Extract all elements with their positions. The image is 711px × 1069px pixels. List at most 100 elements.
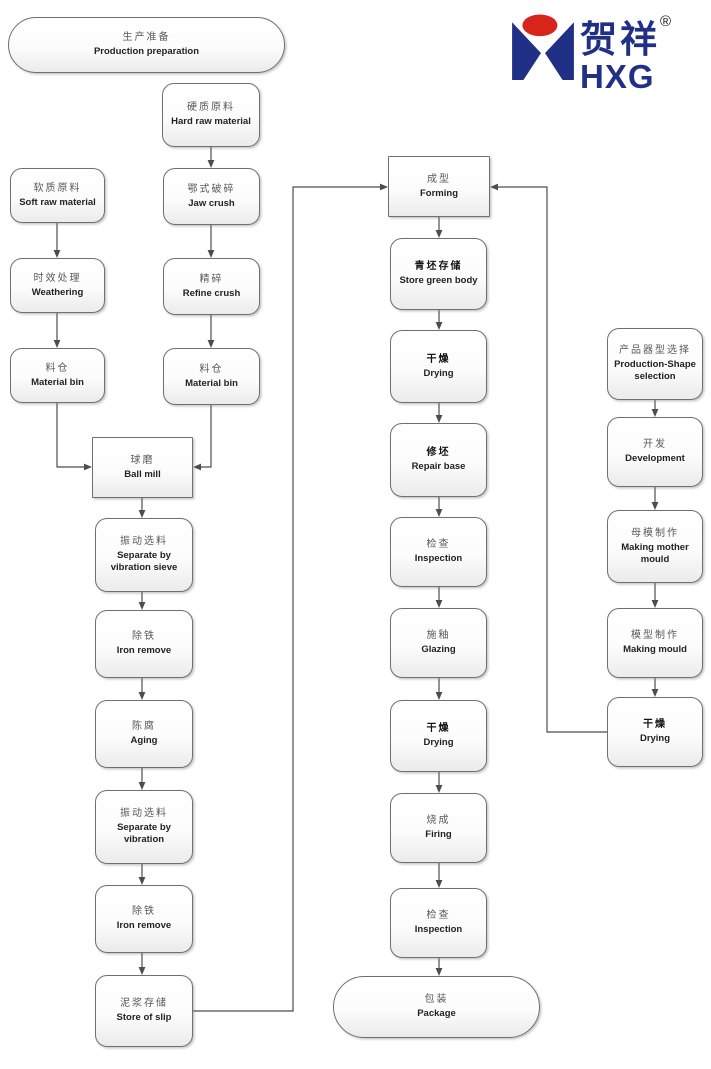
arrowhead-icon <box>435 968 443 976</box>
node-label-en: Iron remove <box>116 920 172 932</box>
node-label-en: Glazing <box>421 644 456 656</box>
node-label-en: Drying <box>639 733 671 745</box>
node-label-en: Development <box>625 453 685 465</box>
flow-node-making-mould: 模型制作 Making mould <box>607 608 703 678</box>
node-label-zh: 陈腐 <box>132 721 156 733</box>
node-label-zh: 青坯存储 <box>414 261 463 273</box>
flow-node-production-preparation: 生产准备 Production preparation <box>8 17 285 73</box>
node-label-en: Store green body <box>399 275 478 287</box>
node-label-zh: 成型 <box>427 173 451 185</box>
arrowhead-icon <box>53 250 61 258</box>
node-label-zh: 料仓 <box>199 363 224 375</box>
arrowhead-icon <box>651 689 659 697</box>
arrowhead-icon <box>380 183 388 191</box>
node-label-en: Separate by vibration sieve <box>110 550 178 573</box>
node-label-zh: 模型制作 <box>631 630 679 642</box>
node-label-zh: 鄂式破碎 <box>187 183 236 195</box>
node-label-en: Separate by vibration <box>117 822 171 845</box>
flow-node-refine-crush: 精碎 Refine crush <box>163 258 260 315</box>
arrowhead-icon <box>138 782 146 790</box>
arrowhead-icon <box>138 967 146 975</box>
emblem-m-shape <box>512 22 574 80</box>
flow-node-jaw-crush: 鄂式破碎 Jaw crush <box>163 168 260 225</box>
node-label-en: Drying <box>423 367 454 379</box>
node-label-zh: 干燥 <box>643 719 667 731</box>
connector-store-of-slip-to-forming <box>193 186 380 1012</box>
node-label-en: Refine crush <box>182 287 241 299</box>
flow-node-firing: 烧成 Firing <box>390 793 487 863</box>
flow-node-forming: 成型 Forming <box>388 156 490 217</box>
node-label-zh: 精碎 <box>199 273 224 285</box>
arrowhead-icon <box>435 322 443 330</box>
registered-trademark-icon: ® <box>660 13 672 30</box>
node-label-en: Drying <box>423 737 454 749</box>
arrowhead-icon <box>138 602 146 610</box>
node-label-zh: 软质原料 <box>33 182 82 194</box>
node-label-zh: 硬质原料 <box>187 102 235 114</box>
arrowhead-icon <box>651 600 659 608</box>
emblem-red-sun <box>522 14 558 37</box>
hxg-logo: 贺祥 ® HXG <box>510 8 708 108</box>
flow-node-package: 包装 Package <box>333 976 540 1038</box>
connector-material-bin-left-to-ball-mill <box>56 403 84 468</box>
node-label-zh: 母模制作 <box>631 527 679 539</box>
node-label-en: Jaw crush <box>188 197 235 209</box>
node-label-zh: 干燥 <box>426 723 451 735</box>
node-label-en: Repair base <box>411 461 466 473</box>
node-label-en: Soft raw material <box>19 196 96 208</box>
arrowhead-icon <box>435 230 443 238</box>
connector-drying-3-to-forming <box>498 186 607 733</box>
arrowhead-icon <box>207 160 215 168</box>
node-label-en: Store of slip <box>116 1012 172 1024</box>
arrowhead-icon <box>435 692 443 700</box>
arrowhead-icon <box>435 880 443 888</box>
node-label-zh: 施釉 <box>426 630 451 642</box>
arrowhead-icon <box>435 415 443 423</box>
node-label-en: Making mould <box>623 644 687 656</box>
node-label-zh: 干燥 <box>426 353 451 365</box>
flow-node-development: 开发 Development <box>607 417 703 487</box>
flow-node-glazing: 施釉 Glazing <box>390 608 487 678</box>
connector-material-bin-right-to-ball-mill <box>201 405 212 468</box>
node-label-en: Production preparation <box>93 46 200 58</box>
flow-node-separate-vibration-sieve: 振动选料 Separate by vibration sieve <box>95 518 193 592</box>
flow-node-repair-base: 修坯 Repair base <box>390 423 487 497</box>
node-label-en: Iron remove <box>116 645 172 657</box>
node-label-zh: 时效处理 <box>33 272 82 284</box>
node-label-zh: 包装 <box>424 994 449 1006</box>
node-label-en: Forming <box>420 187 458 199</box>
flow-node-drying-3: 干燥 Drying <box>607 697 703 767</box>
arrowhead-icon <box>207 340 215 348</box>
node-label-zh: 烧成 <box>426 815 451 827</box>
arrowhead-icon <box>53 340 61 348</box>
node-label-en: Production-Shape selection <box>614 359 696 382</box>
flow-node-store-green-body: 青坯存储 Store green body <box>390 238 487 310</box>
node-label-zh: 生产准备 <box>122 32 171 44</box>
arrowhead-icon <box>207 250 215 258</box>
node-label-en: Material bin <box>31 376 84 388</box>
node-label-zh: 开发 <box>643 439 667 451</box>
node-label-zh: 振动选料 <box>120 536 168 548</box>
emblem-mountain-cutout <box>523 50 563 80</box>
node-label-zh: 修坯 <box>426 447 451 459</box>
arrowhead-icon <box>138 510 146 518</box>
hxg-emblem-icon <box>512 14 574 80</box>
node-label-en: Material bin <box>185 377 238 389</box>
arrowhead-icon <box>435 509 443 517</box>
node-label-en: Package <box>417 1008 456 1020</box>
logo-zh-wordmark: 贺祥 <box>580 20 660 61</box>
flow-node-material-bin-right: 料仓 Material bin <box>163 348 260 405</box>
logo-en-wordmark: HXG <box>580 58 655 95</box>
node-label-zh: 检查 <box>426 910 451 922</box>
node-label-en: Firing <box>425 829 452 841</box>
